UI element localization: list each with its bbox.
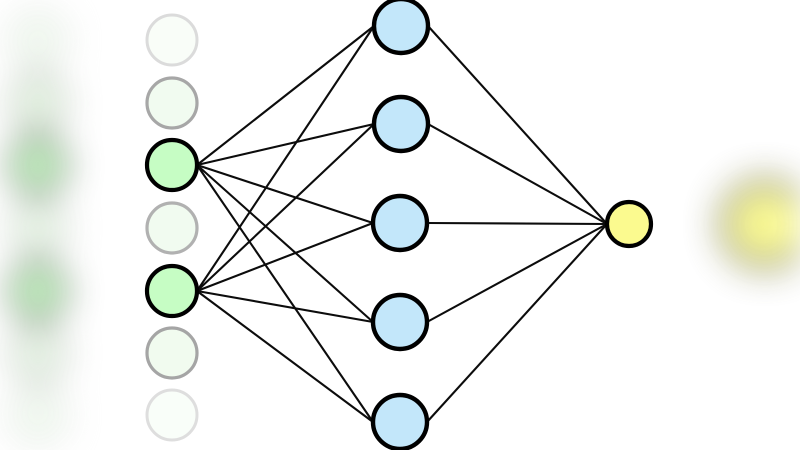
node-input-6[interactable]	[145, 326, 199, 380]
edge-hidden-4-to-output-1	[426, 223, 608, 323]
edge-input-3-to-hidden-2	[196, 122, 375, 167]
edge-hidden-5-to-output-1	[426, 223, 608, 423]
edge-input-3-to-hidden-3	[196, 164, 374, 224]
edge-input-5-to-hidden-2	[196, 123, 375, 292]
node-output-1[interactable]	[604, 199, 654, 249]
output-layer	[604, 199, 654, 249]
node-hidden-4[interactable]	[370, 292, 430, 352]
edge-input-3-to-hidden-4	[196, 164, 374, 323]
node-input-3[interactable]	[144, 137, 200, 193]
hidden-layer	[370, 0, 431, 450]
node-input-7[interactable]	[145, 388, 199, 442]
edge-input-5-to-hidden-5	[196, 290, 374, 423]
node-hidden-3[interactable]	[370, 193, 430, 253]
node-input-1[interactable]	[145, 13, 199, 67]
edge-input-3-to-hidden-5	[196, 164, 374, 423]
edge-input-5-to-hidden-1	[196, 25, 375, 292]
edge-hidden-1-to-output-1	[427, 25, 608, 225]
edge-hidden-3-to-output-1	[426, 221, 608, 226]
node-input-5[interactable]	[144, 263, 200, 319]
edge-input-5-to-hidden-3	[196, 222, 374, 292]
edges-group	[196, 25, 608, 423]
edge-input-3-to-hidden-1	[196, 25, 375, 166]
edge-hidden-2-to-output-1	[427, 123, 608, 225]
node-input-2[interactable]	[145, 76, 199, 130]
node-hidden-1[interactable]	[371, 0, 431, 56]
input-layer	[144, 13, 200, 442]
node-input-4[interactable]	[145, 201, 199, 255]
edge-input-5-to-hidden-4	[196, 289, 374, 324]
node-hidden-2[interactable]	[371, 94, 431, 154]
node-hidden-5[interactable]	[370, 392, 430, 450]
